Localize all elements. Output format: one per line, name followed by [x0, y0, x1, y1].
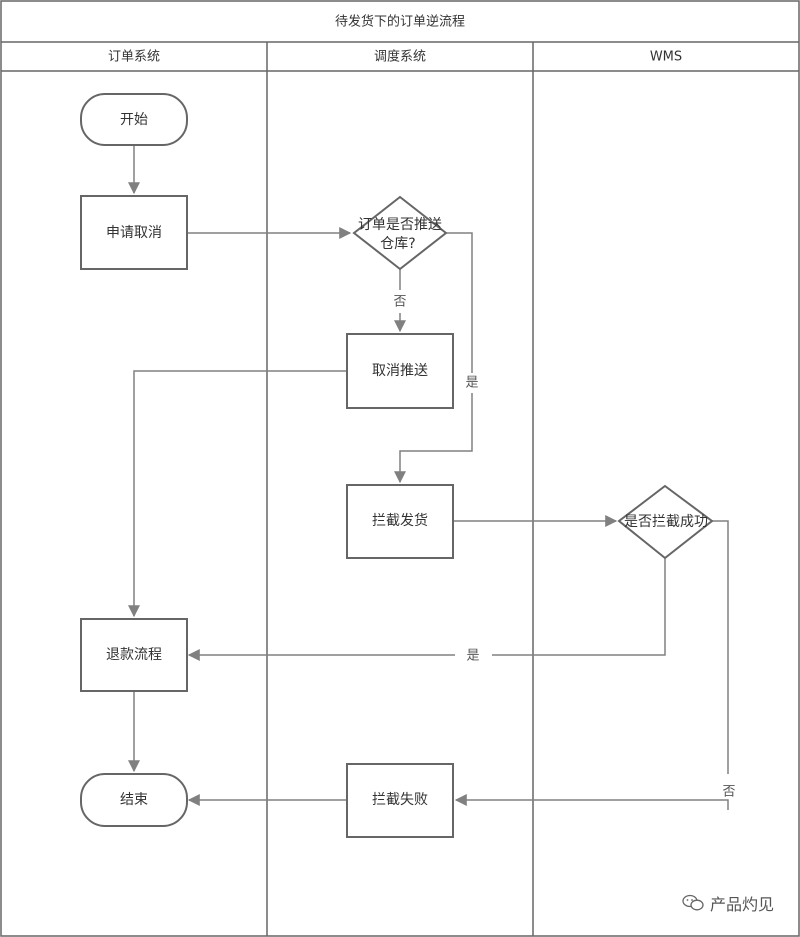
pushed-decision-diamond	[352, 195, 448, 271]
intercept-success-decision-diamond	[617, 484, 714, 560]
chat-bubbles-icon	[682, 894, 704, 911]
edge-label-intercept-no: 否	[722, 785, 735, 800]
pushed-decision-label-line1: 订单是否推送	[358, 217, 442, 233]
intercept-failed-label: 拦截失败	[372, 792, 428, 808]
end-label: 结束	[120, 792, 148, 808]
refund-process-label: 退款流程	[106, 647, 162, 663]
edge-label-pushed-no: 否	[393, 295, 406, 310]
refund-process-box	[80, 618, 188, 692]
edge-label-intercept-yes: 是	[466, 649, 479, 664]
intercept-shipment-label: 拦截发货	[372, 512, 428, 529]
watermark: 产品灼见	[682, 891, 774, 915]
intercept-success-decision-label: 是否拦截成功	[624, 514, 708, 530]
watermark-text: 产品灼见	[709, 895, 774, 914]
start-terminal	[80, 93, 188, 146]
intercept-shipment-box	[346, 484, 454, 559]
lane-header-dispatch-system: 调度系统	[374, 49, 426, 65]
start-label: 开始	[120, 112, 148, 128]
edge-success-no-lower	[454, 794, 729, 810]
edge-decision-yes-lower	[394, 393, 473, 484]
edge-success-no-upper	[712, 520, 729, 774]
edge-label-pushed-yes: 是	[465, 376, 478, 391]
pushed-decision-label-line2: 仓库?	[380, 236, 415, 252]
cancel-push-box	[346, 333, 454, 409]
end-terminal	[80, 773, 188, 827]
edge-success-yes-right	[492, 558, 666, 656]
edge-decision-yes-upper	[446, 232, 473, 373]
apply-cancel-label: 申请取消	[106, 225, 162, 241]
apply-cancel-box	[80, 195, 188, 270]
intercept-failed-box	[346, 763, 454, 838]
diagram-title: 待发货下的订单逆流程	[335, 14, 465, 30]
lane-header-order-system: 订单系统	[108, 50, 160, 65]
cancel-push-label: 取消推送	[372, 363, 428, 379]
edge-cancel-push-to-refund	[128, 370, 347, 618]
lane-header-wms: WMS	[650, 50, 682, 65]
